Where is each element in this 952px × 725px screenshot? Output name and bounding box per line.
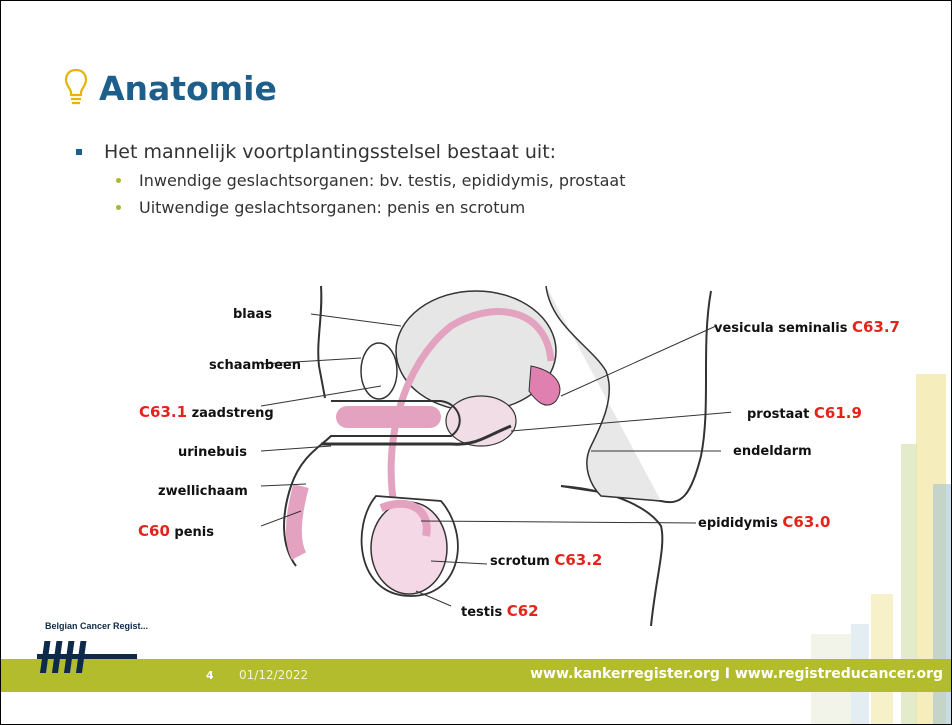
code-epididymis: C63.0 — [782, 513, 830, 531]
label-schaambeen: schaambeen — [209, 358, 301, 373]
label-penis: C60 penis — [138, 522, 214, 540]
code-prostaat: C61.9 — [814, 404, 862, 422]
code-zaadstreng: C63.1 — [139, 403, 187, 421]
label-epididymis: epididymis C63.0 — [698, 513, 830, 531]
code-scrotum: C63.2 — [554, 551, 602, 569]
lightbulb-icon — [63, 67, 89, 109]
label-urinebuis: urinebuis — [178, 445, 247, 460]
page-number: 4 — [206, 669, 214, 682]
label-zaadstreng: C63.1 zaadstreng — [139, 403, 274, 421]
label-blaas: blaas — [233, 307, 272, 322]
bullet-list: Het mannelijk voortplantingsstelsel best… — [76, 141, 626, 217]
registry-logo-icon — [37, 637, 137, 677]
logo-text: Belgian Cancer Regist... — [45, 621, 148, 631]
footer-bar: 4 01/12/2022 www.kankerregister.org I ww… — [1, 659, 951, 692]
label-zwellichaam: zwellichaam — [158, 484, 248, 499]
dot-bullet-icon — [116, 205, 121, 210]
label-prostaat: prostaat C61.9 — [747, 404, 862, 422]
sub-bullet-text: Uitwendige geslachtsorganen: penis en sc… — [139, 198, 525, 217]
square-bullet-icon — [76, 149, 82, 155]
label-endeldarm: endeldarm — [733, 444, 812, 459]
label-testis: testis C62 — [461, 602, 539, 620]
label-vesicula: vesicula seminalis C63.7 — [714, 318, 900, 336]
title-row: Anatomie — [63, 67, 277, 109]
dot-bullet-icon — [116, 178, 121, 183]
footer-date: 01/12/2022 — [239, 668, 308, 682]
sub-bullet-text: Inwendige geslachtsorganen: bv. testis, … — [139, 171, 626, 190]
code-vesicula: C63.7 — [852, 318, 900, 336]
code-testis: C62 — [507, 602, 539, 620]
anatomy-illustration — [261, 286, 731, 626]
sub-bullet: Inwendige geslachtsorganen: bv. testis, … — [116, 171, 626, 190]
bullet-main-text: Het mannelijk voortplantingsstelsel best… — [104, 141, 556, 163]
bullet-main: Het mannelijk voortplantingsstelsel best… — [76, 141, 626, 163]
page-title: Anatomie — [99, 69, 277, 108]
sub-bullet: Uitwendige geslachtsorganen: penis en sc… — [116, 198, 626, 217]
label-scrotum: scrotum C63.2 — [490, 551, 602, 569]
code-penis: C60 — [138, 522, 170, 540]
footer-urls: www.kankerregister.org I www.registreduc… — [530, 666, 943, 682]
